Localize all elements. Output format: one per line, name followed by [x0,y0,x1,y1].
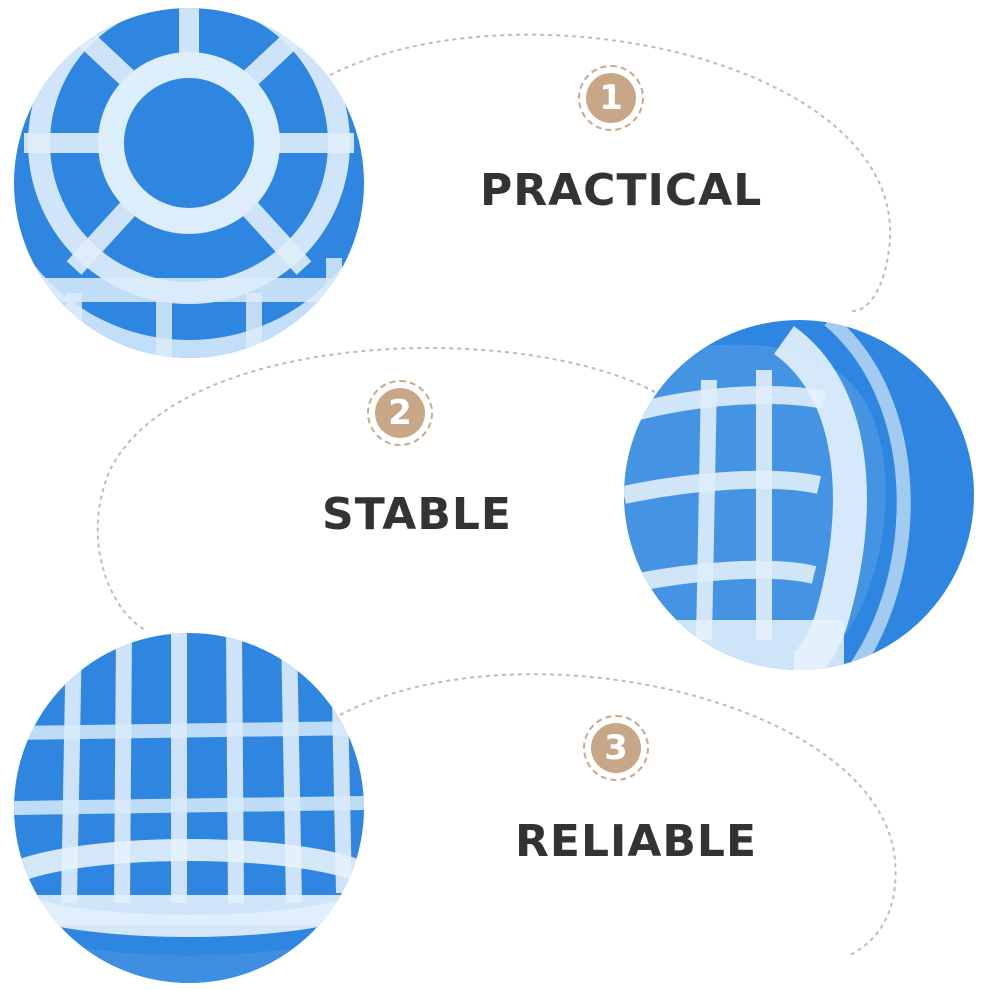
feature-number-2: 2 [375,388,425,438]
feature-label-stable: STABLE [322,489,512,540]
feature-label-reliable: RELIABLE [515,816,758,867]
basket-top-photo [14,8,364,358]
feature-number-badge-2: 2 [367,380,433,446]
feature-label-practical: PRACTICAL [480,165,763,216]
basket-bottom-photo [14,633,364,983]
feature-number-3: 3 [591,723,641,773]
feature-number-1: 1 [586,73,636,123]
feature-number-badge-1: 1 [578,65,644,131]
feature-number-badge-3: 3 [583,715,649,781]
basket-side-photo [624,320,974,670]
